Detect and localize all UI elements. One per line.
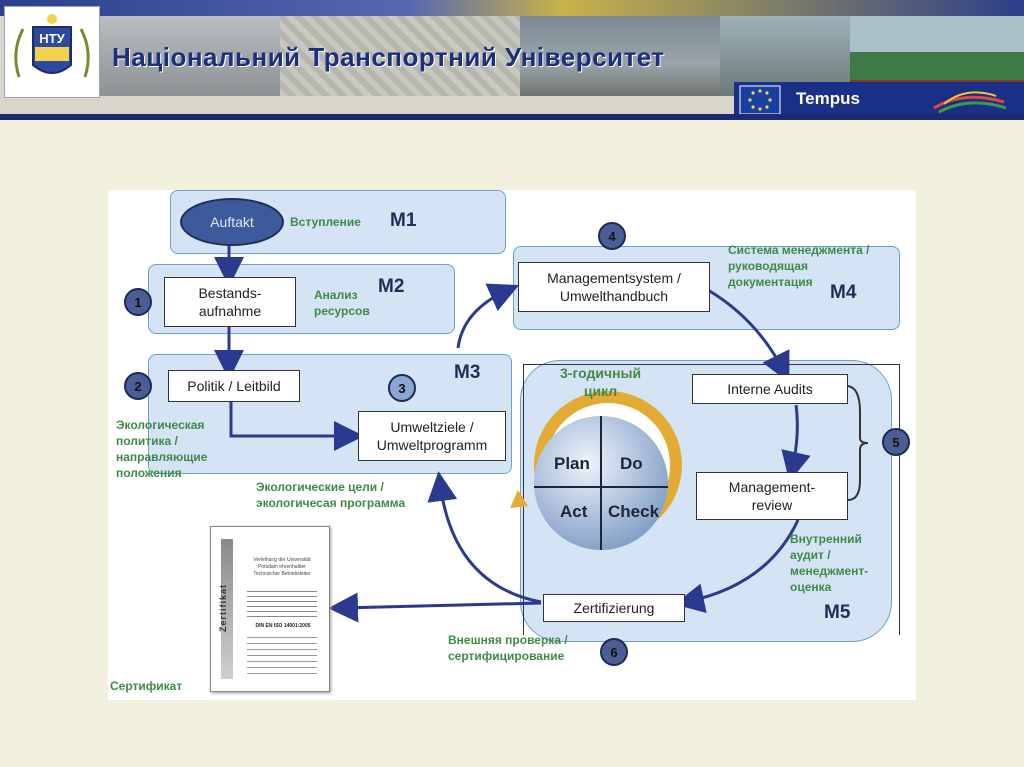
header-bottom-bar (0, 114, 1024, 120)
step-3-badge: 3 (388, 374, 416, 402)
certificate-standard: DIN EN ISO 14001:2005 (255, 623, 311, 629)
label-politika: Экологическая политика / направляющие по… (116, 418, 208, 480)
bestand-label: Bestands- aufnahme (198, 285, 262, 319)
module-m2: M2 (378, 276, 405, 297)
diagram-arrows (214, 242, 869, 623)
module-m5: M5 (824, 602, 851, 623)
ems-process-diagram: Auftakt Bestands- aufnahme Politik / Lei… (108, 190, 916, 700)
university-logo: НТУ (4, 6, 100, 98)
box-interne-audits: Interne Audits (692, 374, 848, 404)
step-2-badge: 2 (124, 372, 152, 400)
umweltziele-label: Umweltziele / Umweltprogramm (376, 419, 488, 453)
module-m4: M4 (830, 282, 857, 303)
label-sistema: Система менеджмента / руководящая докуме… (728, 243, 870, 289)
certificate-heading: Verleihung der Universität Potsdam ehren… (253, 557, 311, 577)
pdca-do: Do (620, 454, 643, 473)
label-audit: Внутренний аудит / менеджмент- оценка (790, 532, 869, 594)
step-1-badge: 1 (124, 288, 152, 316)
box-zertifizierung: Zertifizierung (543, 594, 685, 622)
auftakt-label: Auftakt (210, 214, 254, 230)
management-review-label: Management- review (728, 479, 816, 513)
header-photo-bus (520, 16, 720, 96)
header-photo-left (100, 16, 280, 96)
label-analiz: Анализ ресурсов (314, 288, 370, 318)
politik-label: Politik / Leitbild (187, 378, 281, 394)
label-celi: Экологические цели / экологичесая програ… (256, 480, 406, 510)
step-6-badge: 6 (600, 638, 628, 666)
pdca-check: Check (608, 502, 660, 521)
university-title: Національний Транспортний Університет (112, 42, 665, 72)
logo-text: НТУ (39, 31, 65, 46)
label-cikl: 3-годичный цикл (560, 365, 642, 399)
step-4-badge: 4 (598, 222, 626, 250)
label-sertifikat: Сертификат (110, 679, 183, 693)
label-vstuplenie: Вступление (290, 215, 361, 229)
zertifizierung-label: Zertifizierung (573, 600, 655, 616)
label-vneshnyaya: Внешняя проверка / сертифицирование (448, 633, 568, 663)
pdca-plan: Plan (554, 454, 590, 473)
step-5-badge: 5 (882, 428, 910, 456)
certificate-footer-lines (247, 637, 317, 677)
interne-audits-label: Interne Audits (727, 381, 813, 397)
auftakt-node: Auftakt (180, 198, 284, 246)
certificate-text-lines (247, 591, 317, 619)
certificate-image: Zertifikat Verleihung der Universität Po… (210, 526, 330, 692)
box-bestandsaufnahme: Bestands- aufnahme (164, 277, 296, 327)
box-umweltziele: Umweltziele / Umweltprogramm (358, 411, 506, 461)
certificate-side-band (221, 539, 233, 679)
module-m1: M1 (390, 210, 417, 231)
header-stripe (0, 0, 1024, 16)
brace-icon (847, 385, 869, 501)
header-photo-map (280, 16, 520, 96)
managementsystem-label: Managementsystem / Umwelthandbuch (547, 270, 681, 304)
eu-stars-icon (748, 89, 772, 111)
box-politik: Politik / Leitbild (168, 370, 300, 402)
certificate-vertical-word: Zertifikat (218, 583, 229, 633)
pdca-act: Act (560, 502, 588, 521)
tempus-banner (734, 82, 1024, 118)
module-m3: M3 (454, 362, 481, 383)
tempus-label: Tempus (796, 89, 860, 108)
box-managementsystem: Managementsystem / Umwelthandbuch (518, 262, 710, 312)
box-management-review: Management- review (696, 472, 848, 520)
